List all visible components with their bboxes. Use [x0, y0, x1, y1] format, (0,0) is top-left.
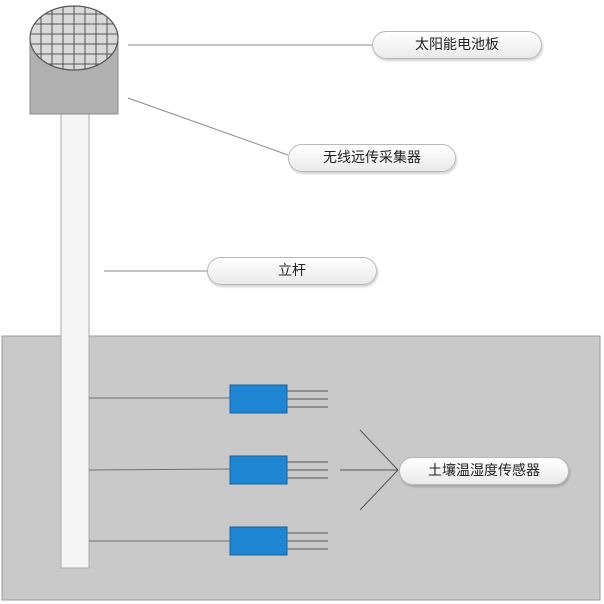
pole — [60, 113, 90, 569]
sensor-wire — [88, 468, 231, 471]
soil-probe-icon — [229, 526, 328, 556]
label-wireless-collector: 无线远传采集器 — [288, 144, 456, 172]
label-pole: 立杆 — [207, 257, 377, 285]
label-soil-sensor: 土壤温湿度传感器 — [399, 457, 569, 485]
leader-wireless-collector — [127, 97, 289, 156]
sensor-bracket — [340, 429, 399, 511]
soil-probe-icon — [229, 455, 328, 485]
solar-collector-icon — [29, 5, 119, 115]
soil-probe-icon — [229, 384, 328, 414]
label-solar-panel: 太阳能电池板 — [372, 31, 542, 59]
